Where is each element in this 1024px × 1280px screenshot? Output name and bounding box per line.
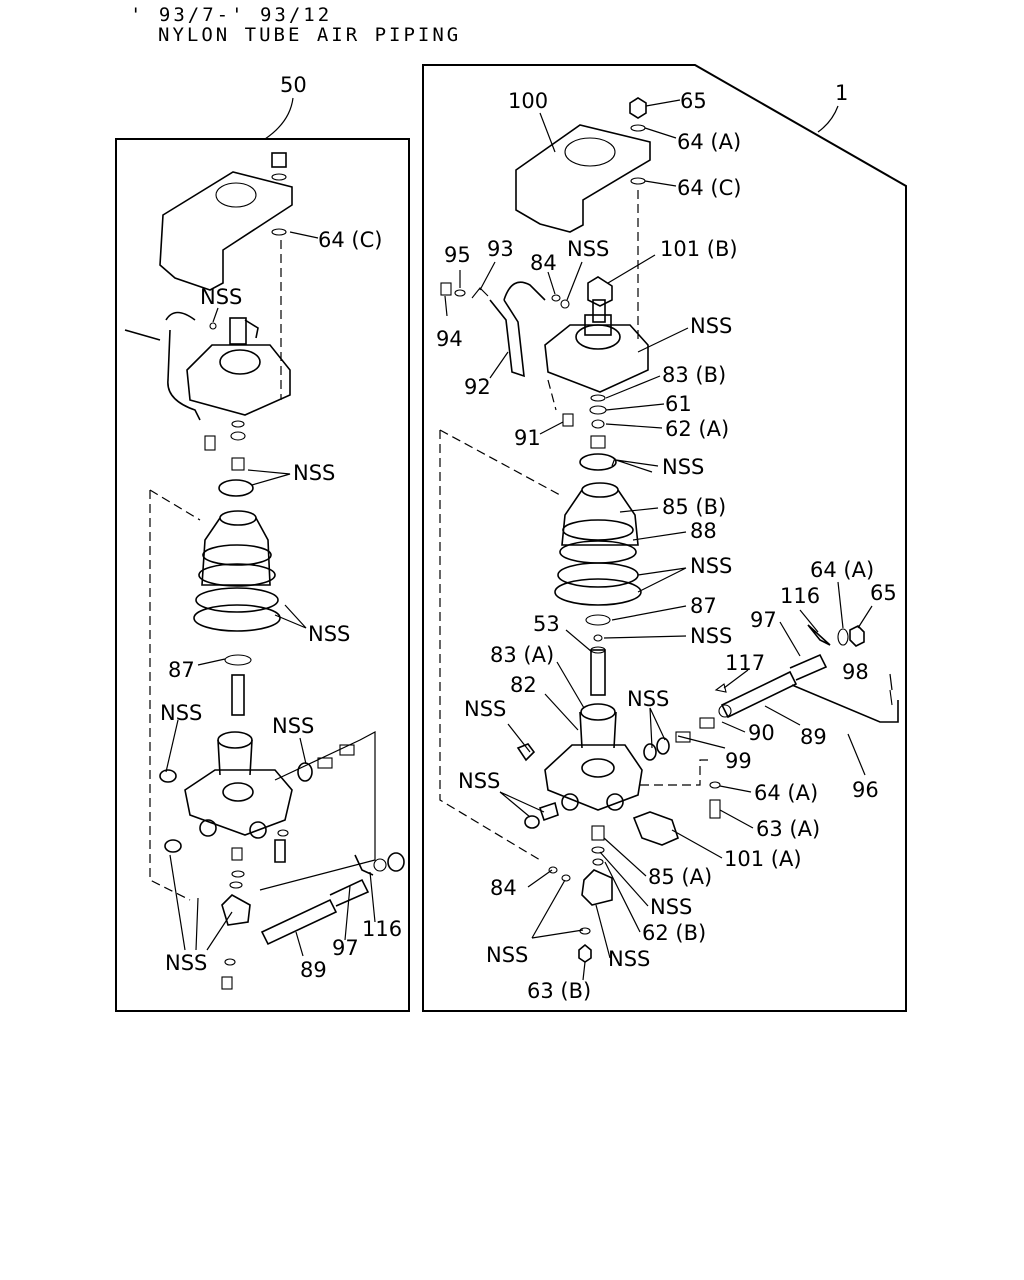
callout-99: 99 — [725, 749, 752, 773]
left-leader-lines — [165, 231, 376, 957]
callout-116: 116 — [780, 584, 820, 608]
right-exploded-parts — [439, 97, 899, 963]
callout-85b: 85 (B) — [662, 495, 726, 519]
callout-64c: 64 (C) — [677, 176, 741, 200]
callout-nss: NSS — [662, 455, 704, 479]
left-panel: 50 — [115, 73, 410, 1012]
callout-97-left: 97 — [332, 936, 359, 960]
right-panel-frame — [422, 64, 907, 1012]
callout-nss: NSS — [627, 687, 669, 711]
callout-nss: NSS — [308, 622, 350, 646]
callout-87: 87 — [690, 594, 717, 618]
assembly-label-1: 1 — [835, 81, 848, 105]
callout-nss: NSS — [160, 701, 202, 725]
callout-84: 84 — [530, 251, 557, 275]
right-panel: 1 — [422, 64, 907, 1012]
callout-nss: NSS — [486, 943, 528, 967]
callout-91: 91 — [514, 426, 541, 450]
callout-100: 100 — [508, 89, 548, 113]
callout-116-left: 116 — [362, 917, 402, 941]
callout-62b: 62 (B) — [642, 921, 706, 945]
callout-101b: 101 (B) — [660, 237, 738, 261]
callout-97: 97 — [750, 608, 777, 632]
callout-nss: NSS — [650, 895, 692, 919]
callout-92: 92 — [464, 375, 491, 399]
callout-64a: 64 (A) — [677, 130, 741, 154]
callout-nss: NSS — [690, 554, 732, 578]
assembly-1-leader — [817, 105, 839, 133]
callout-64c-left: 64 (C) — [318, 228, 382, 252]
callout-nss: NSS — [690, 624, 732, 648]
callout-nss: NSS — [690, 314, 732, 338]
callout-nss: NSS — [464, 697, 506, 721]
callout-nss: NSS — [293, 461, 335, 485]
callout-62a: 62 (A) — [665, 417, 729, 441]
callout-88: 88 — [690, 519, 717, 543]
assembly-label-50: 50 — [280, 73, 307, 97]
right-leader-lines — [444, 99, 893, 981]
callout-94: 94 — [436, 327, 463, 351]
callout-83a: 83 (A) — [490, 643, 554, 667]
callout-89: 89 — [800, 725, 827, 749]
callout-64a: 64 (A) — [810, 558, 874, 582]
callout-53: 53 — [533, 612, 560, 636]
callout-89-left: 89 — [300, 958, 327, 982]
callout-84: 84 — [490, 876, 517, 900]
callout-117: 117 — [725, 651, 765, 675]
callout-82: 82 — [510, 673, 537, 697]
diagram-title: NYLON TUBE AIR PIPING — [158, 24, 462, 46]
callout-nss: NSS — [200, 285, 242, 309]
callout-nss: NSS — [165, 951, 207, 975]
date-range-text: ' 93/7-' 93/12 — [130, 4, 333, 26]
callout-65: 65 — [680, 89, 707, 113]
callout-63b: 63 (B) — [527, 979, 591, 1003]
left-callout-labels: 64 (C) NSS NSS NSS 87 NSS NSS 116 97 89 … — [160, 228, 402, 982]
assembly-50-leader — [264, 97, 294, 140]
callout-98: 98 — [842, 660, 869, 684]
callout-96: 96 — [852, 778, 879, 802]
callout-nss: NSS — [458, 769, 500, 793]
left-panel-frame — [115, 138, 410, 1012]
callout-83b: 83 (B) — [662, 363, 726, 387]
left-exploded-parts — [124, 152, 405, 990]
callout-101a: 101 (A) — [724, 847, 802, 871]
callout-61: 61 — [665, 392, 692, 416]
callout-63a: 63 (A) — [756, 817, 820, 841]
callout-nss: NSS — [567, 237, 609, 261]
callout-87-left: 87 — [168, 658, 195, 682]
callout-nss: NSS — [608, 947, 650, 971]
callout-93: 93 — [487, 237, 514, 261]
right-callout-labels: 100 65 64 (A) 64 (C) 95 93 84 NSS 101 (B… — [436, 89, 897, 1003]
callout-90: 90 — [748, 721, 775, 745]
callout-65: 65 — [870, 581, 897, 605]
callout-95: 95 — [444, 243, 471, 267]
callout-64a: 64 (A) — [754, 781, 818, 805]
callout-85a: 85 (A) — [648, 865, 712, 889]
callout-nss: NSS — [272, 714, 314, 738]
